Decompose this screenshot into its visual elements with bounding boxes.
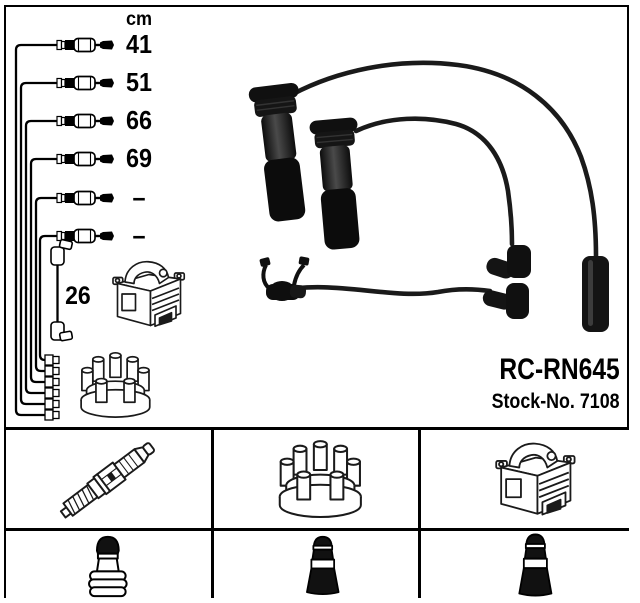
cable-set-photo: [248, 60, 609, 332]
stock-number: Stock-No. 7108: [492, 390, 620, 413]
plug-boot-icon: [518, 533, 553, 597]
coil-cable-length: 26: [65, 282, 91, 310]
ignition-coil-icon: [495, 442, 576, 516]
elbow-boot-1: [486, 245, 531, 279]
part-number: RC-RN645: [499, 353, 620, 386]
coil-cable-bottom-boot: [50, 321, 74, 342]
cable-length-6: –: [132, 220, 146, 250]
distributor-cap-icon: [278, 440, 362, 519]
distributor-end-terminals: [44, 354, 60, 421]
panel-spark-plug: [6, 430, 214, 531]
plug-boot-icon: [305, 535, 340, 596]
panel-plug-boot-b: [421, 531, 629, 598]
cable-length-5: –: [132, 182, 146, 212]
panel-ignition-coil: [421, 430, 629, 531]
panel-plug-boot-a: [213, 531, 422, 598]
coil-cable: [50, 238, 74, 342]
coil-connector: [259, 256, 310, 301]
spark-plug-boot-1: [248, 82, 306, 222]
coil-cable-top-boot: [50, 238, 74, 266]
panel-distributor-cap: [213, 430, 422, 531]
spark-plug-icon: [55, 436, 160, 524]
cable-length-4: 69: [125, 143, 153, 173]
elbow-boot-2: [482, 283, 529, 319]
ignition-coil-drawing: [112, 260, 186, 328]
cable-length-2: 51: [125, 67, 153, 97]
cable-run-lines: [14, 43, 57, 417]
spark-plug-boot-2: [309, 117, 360, 250]
spark-plug-terminal-icon: [88, 535, 128, 598]
plug-end-connectors: [55, 37, 116, 244]
cable-layout-schematic: [14, 37, 186, 421]
distributor-cap-drawing: [80, 351, 151, 418]
cable-length-1: 41: [125, 29, 153, 59]
length-unit-header: cm: [125, 9, 153, 30]
cable-length-3: 66: [125, 105, 153, 135]
cable-wires: [275, 60, 599, 297]
parts-grid: [6, 427, 629, 598]
panel-terminal-boot: [6, 531, 214, 598]
straight-end-boot: [582, 256, 609, 332]
